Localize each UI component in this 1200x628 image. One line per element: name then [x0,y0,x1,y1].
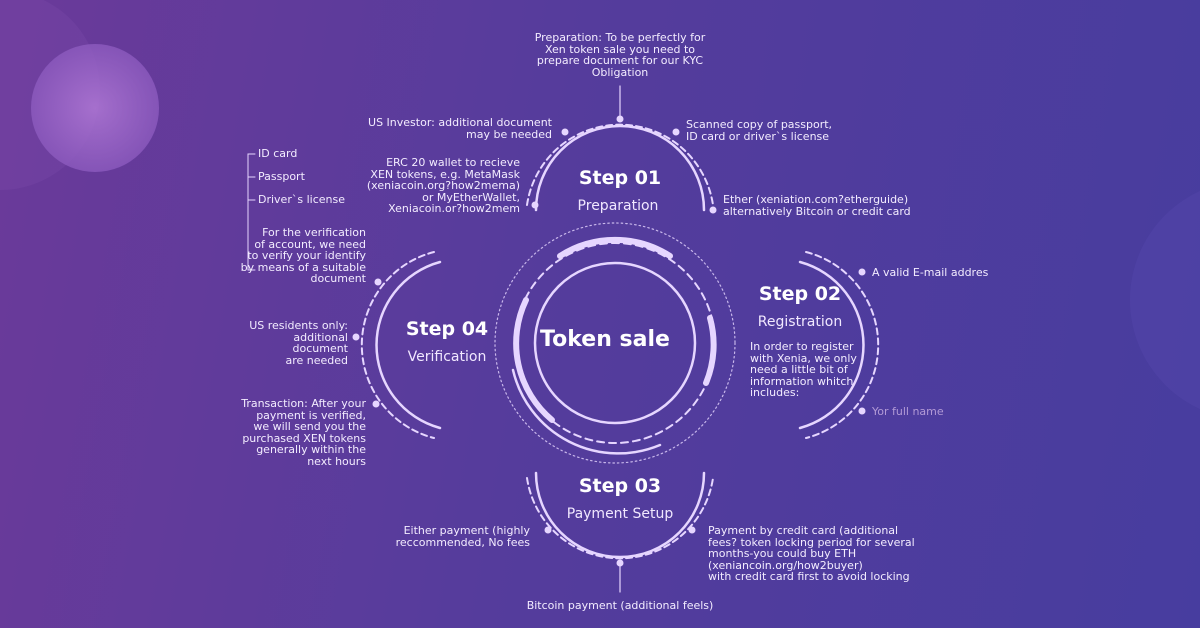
dot-ether [709,206,717,214]
dot-transaction [372,400,380,408]
bg-circle-small [31,44,159,172]
step01-dashed-arc [526,123,714,206]
note-verification: For the verification of account, we need… [240,226,366,285]
center-title: Token sale [540,327,670,352]
documents-bracket [247,153,256,271]
dot-bitcoin [616,559,624,567]
step01-title: Step 01 [578,167,662,189]
step03-solid-arc [534,471,706,559]
note-credit-card: Payment by credit card (additional fees?… [708,524,915,583]
step02-title: Step 02 [758,283,842,305]
bg-circle-right [1130,190,1200,410]
note-ether: Ether (xeniation.com?etherguide) alterna… [723,193,911,218]
note-register-info: In order to register with Xenia, we only… [750,340,857,399]
note-bitcoin: Bitcoin payment (additional feels) [526,599,714,612]
center-thick-arc-top [557,236,673,259]
dot-either-payment [544,526,552,534]
dot-prep-top [616,115,624,123]
document-drivers-license: Driver`s license [258,193,345,206]
center-arc-outer [511,368,662,455]
note-either-payment: Either payment (highly reccommended, No … [395,524,530,549]
center-thick-arc-right [703,315,717,386]
document-passport: Passport [258,170,305,183]
step04-solid-arc [375,260,442,430]
note-us-residents: US residents only: additional document a… [249,319,348,367]
step02-dashed-arc [805,251,880,439]
note-us-investor: US Investor: additional document may be … [368,116,552,141]
dot-us-investor [561,128,569,136]
step04-title: Step 04 [405,318,489,340]
step04-subtitle: Verification [407,349,487,365]
note-erc20-wallet: ERC 20 wallet to recieve XEN tokens, e.g… [366,156,520,215]
note-full-name: Yor full name [872,405,944,418]
step04-dashed-arc [360,251,435,439]
dot-us-residents [352,333,360,341]
center-thick-arc-left [513,297,555,423]
center-inner-ring [533,261,697,425]
center-dotted-ring [494,222,736,464]
step03-title: Step 03 [578,475,662,497]
step03-subtitle: Payment Setup [566,506,674,522]
dot-credit-card [688,526,696,534]
dot-erc20 [531,201,539,209]
dot-full-name [858,407,866,415]
note-transaction: Transaction: After your payment is verif… [241,397,366,468]
step01-subtitle: Preparation [577,198,659,214]
note-email: A valid E-mail addres [872,266,989,279]
dot-verification [374,278,382,286]
note-preparation: Preparation: To be perfectly for Xen tok… [534,31,706,79]
step02-solid-arc [798,260,865,430]
dot-email [858,268,866,276]
dot-scanned-copy [672,128,680,136]
step01-solid-arc [534,124,706,212]
document-id-card: ID card [258,147,298,160]
note-scanned-copy: Scanned copy of passport, ID card or dri… [686,118,833,143]
step02-subtitle: Registration [757,314,843,330]
step03-dashed-arc [526,477,714,560]
